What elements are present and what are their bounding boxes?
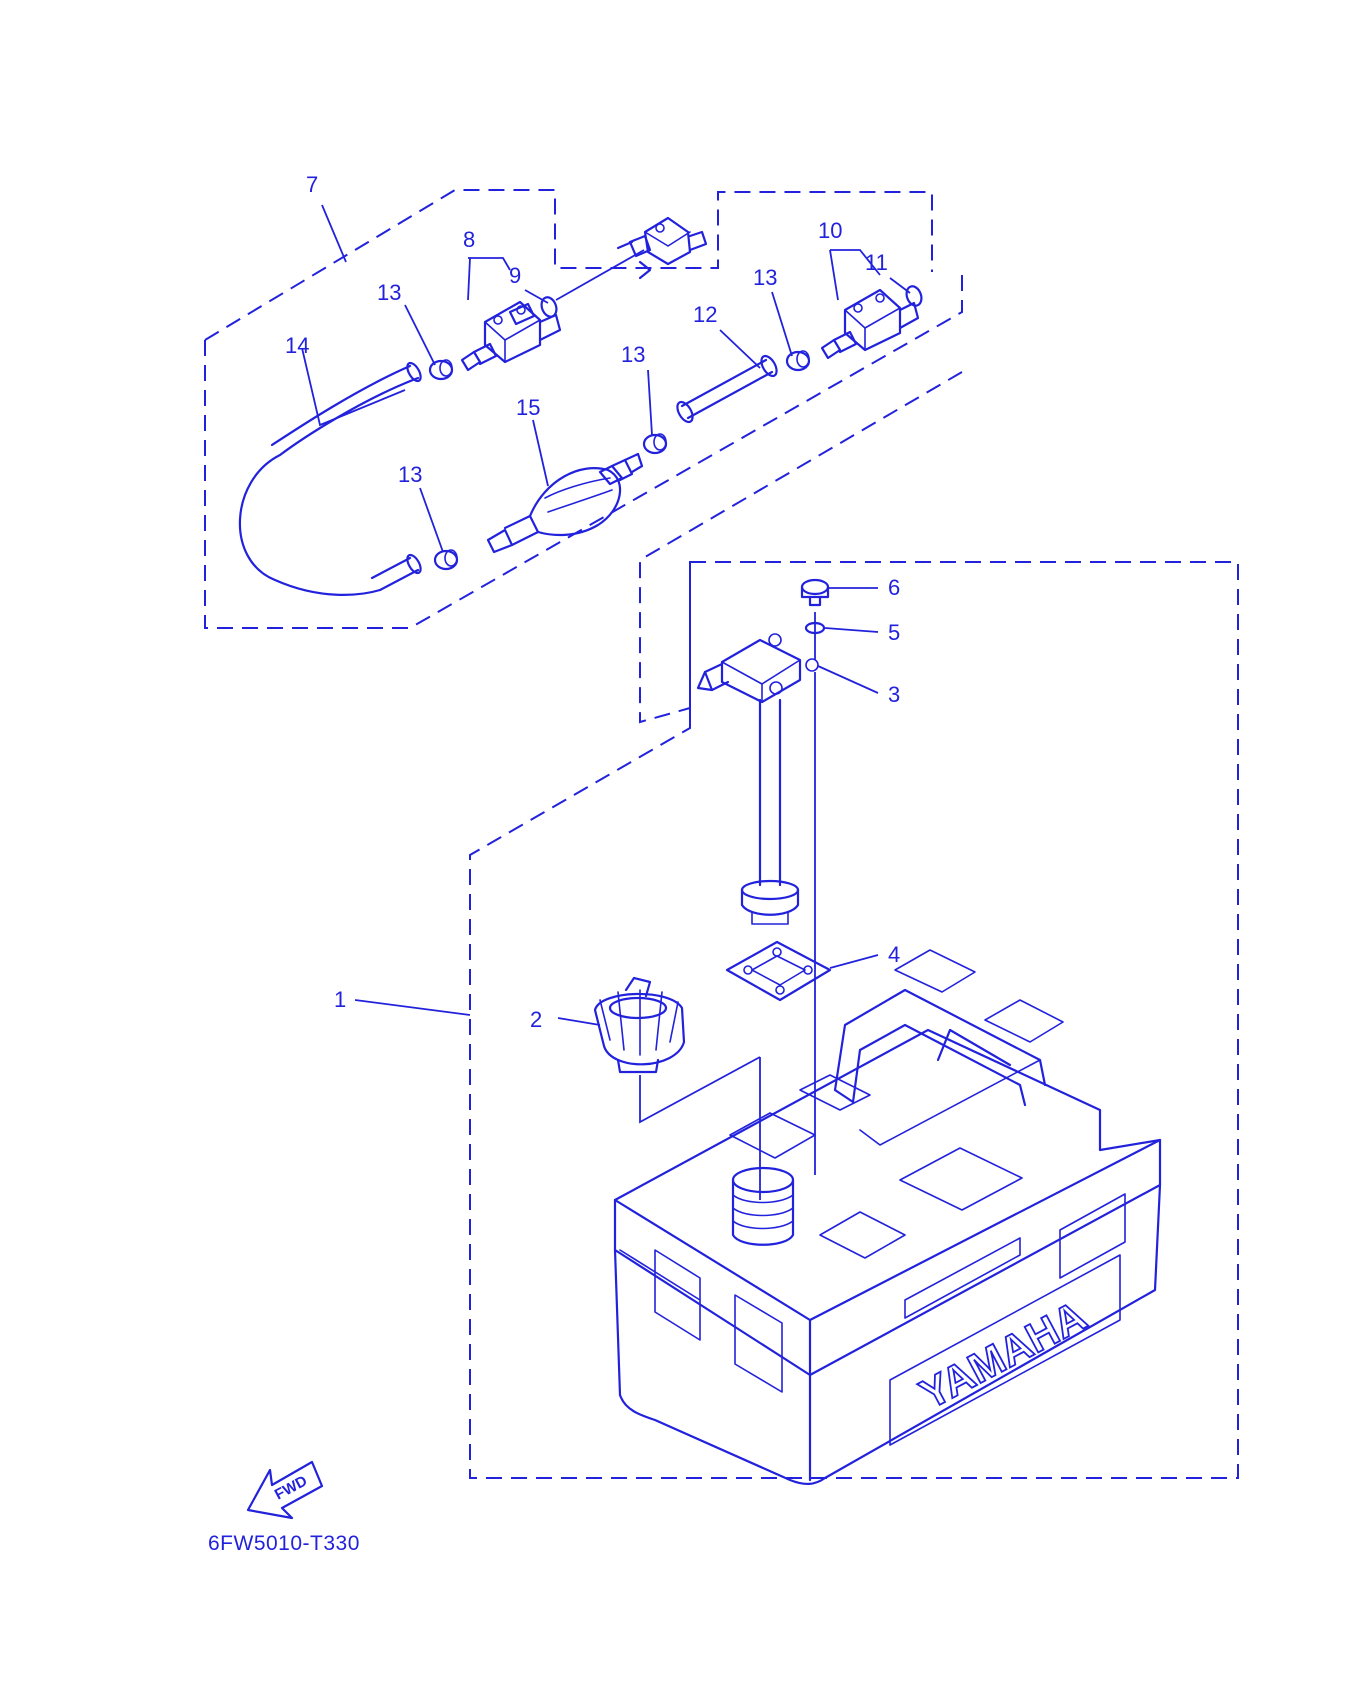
- drawing-code: 6FW5010-T330: [208, 1532, 360, 1555]
- fuel-line-assembly-outline: [204, 189, 963, 629]
- hose-clip-13d: [433, 549, 459, 571]
- callout-6: 6: [888, 575, 900, 600]
- fuel-gauge-assembly-3: [696, 633, 819, 925]
- callout-7: 7: [306, 172, 318, 197]
- assembly-link-line: [639, 371, 963, 724]
- callout-13b: 13: [753, 265, 777, 290]
- fwd-arrow-icon: FWD: [246, 1460, 324, 1520]
- fuel-tank-1: YAMAHA: [613, 949, 1162, 1485]
- callout-9: 9: [509, 263, 521, 288]
- fuel-connector-8: [460, 300, 562, 372]
- callout-13c: 13: [621, 342, 645, 367]
- fwd-label: FWD: [272, 1472, 310, 1503]
- leader-lines: [301, 204, 911, 1026]
- hose-clip-13c: [642, 433, 668, 455]
- screw-6: [800, 578, 830, 607]
- callout-12: 12: [693, 302, 717, 327]
- hose-clip-13a: [428, 359, 454, 381]
- fuel-tank-assembly-outline: [469, 561, 1239, 1479]
- filler-cap-2: [593, 976, 686, 1074]
- callout-11: 11: [865, 250, 888, 275]
- callout-3: 3: [888, 682, 900, 707]
- callout-1: 1: [334, 987, 346, 1012]
- tank-brand-text: YAMAHA: [912, 1292, 1093, 1418]
- callout-13a: 13: [377, 280, 401, 305]
- callout-13d: 13: [398, 462, 422, 487]
- engine-connector-reference: [616, 216, 708, 280]
- connector-link-line: [555, 249, 645, 301]
- fuel-connector-10: [820, 288, 920, 360]
- o-ring-9: [540, 296, 558, 318]
- callout-5: 5: [888, 620, 900, 645]
- fuel-hose-12: [676, 354, 778, 424]
- callout-4: 4: [888, 942, 900, 967]
- callout-10: 10: [818, 218, 842, 243]
- cap-link-line: [639, 1056, 761, 1124]
- hose-clip-13b: [785, 350, 811, 372]
- fuel-hose-14: [238, 361, 422, 596]
- callout-8: 8: [463, 227, 475, 252]
- callout-labels: 7 8 9 13 14 10 11 13 12 13 15 13 6 5 3 4…: [285, 172, 900, 1032]
- o-ring-11: [905, 285, 923, 307]
- gasket-4: [725, 940, 832, 1002]
- primer-bulb-15: [486, 452, 644, 554]
- callout-15: 15: [516, 395, 540, 420]
- callout-2: 2: [530, 1007, 542, 1032]
- callout-14: 14: [285, 333, 309, 358]
